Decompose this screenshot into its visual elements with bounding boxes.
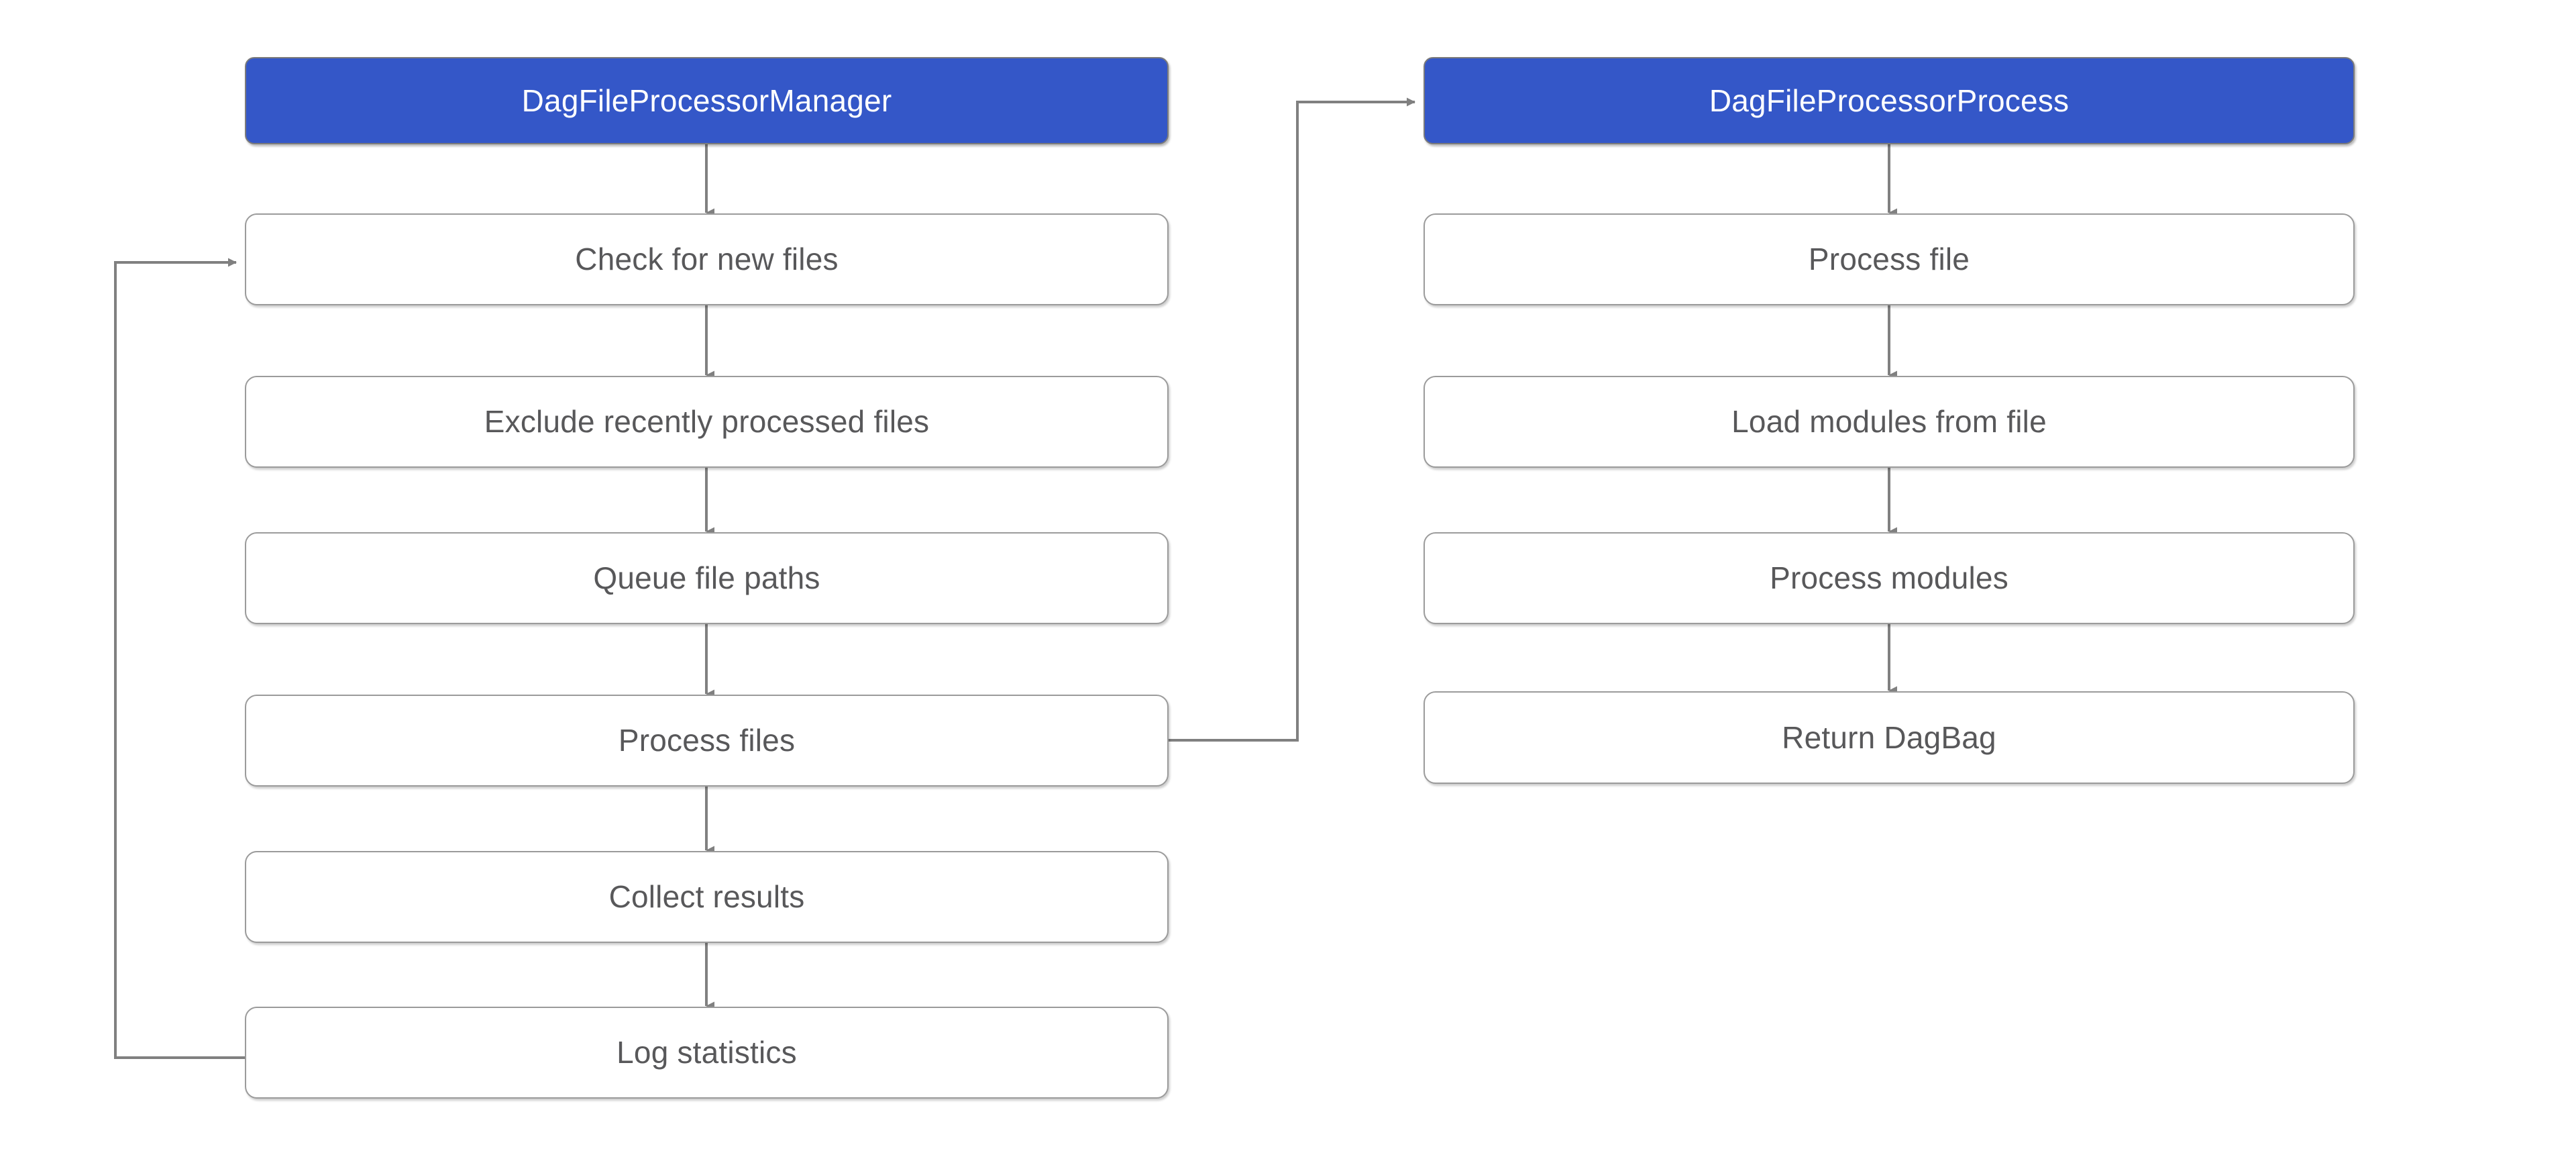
node-label: Queue file paths xyxy=(593,560,820,596)
node-queue-file-paths[interactable]: Queue file paths xyxy=(245,532,1169,624)
node-exclude-recently-processed-files[interactable]: Exclude recently processed files xyxy=(245,376,1169,468)
node-label: DagFileProcessorManager xyxy=(521,83,892,118)
node-load-modules-from-file[interactable]: Load modules from file xyxy=(1424,376,2355,468)
node-log-statistics[interactable]: Log statistics xyxy=(245,1007,1169,1099)
node-label: Collect results xyxy=(608,879,805,915)
node-process-modules[interactable]: Process modules xyxy=(1424,532,2355,624)
node-label: Process file xyxy=(1808,242,1970,277)
node-check-for-new-files[interactable]: Check for new files xyxy=(245,213,1169,305)
node-label: Log statistics xyxy=(616,1035,797,1070)
node-label: DagFileProcessorProcess xyxy=(1709,83,2070,118)
node-label: Load modules from file xyxy=(1731,404,2047,440)
edge-log-loopback-to-check xyxy=(114,258,245,1059)
node-label: Exclude recently processed files xyxy=(484,404,930,440)
node-process-files[interactable]: Process files xyxy=(245,695,1169,787)
node-process-file[interactable]: Process file xyxy=(1424,213,2355,305)
node-label: Check for new files xyxy=(575,242,839,277)
node-collect-results[interactable]: Collect results xyxy=(245,851,1169,943)
node-return-dagbag[interactable]: Return DagBag xyxy=(1424,691,2355,784)
node-label: Process modules xyxy=(1770,560,2008,596)
node-label: Process files xyxy=(618,723,796,758)
edge-process-files-to-processor-process xyxy=(1169,97,1415,742)
node-dag-file-processor-process[interactable]: DagFileProcessorProcess xyxy=(1424,57,2355,144)
node-label: Return DagBag xyxy=(1782,719,1996,755)
node-dag-file-processor-manager[interactable]: DagFileProcessorManager xyxy=(245,57,1169,144)
